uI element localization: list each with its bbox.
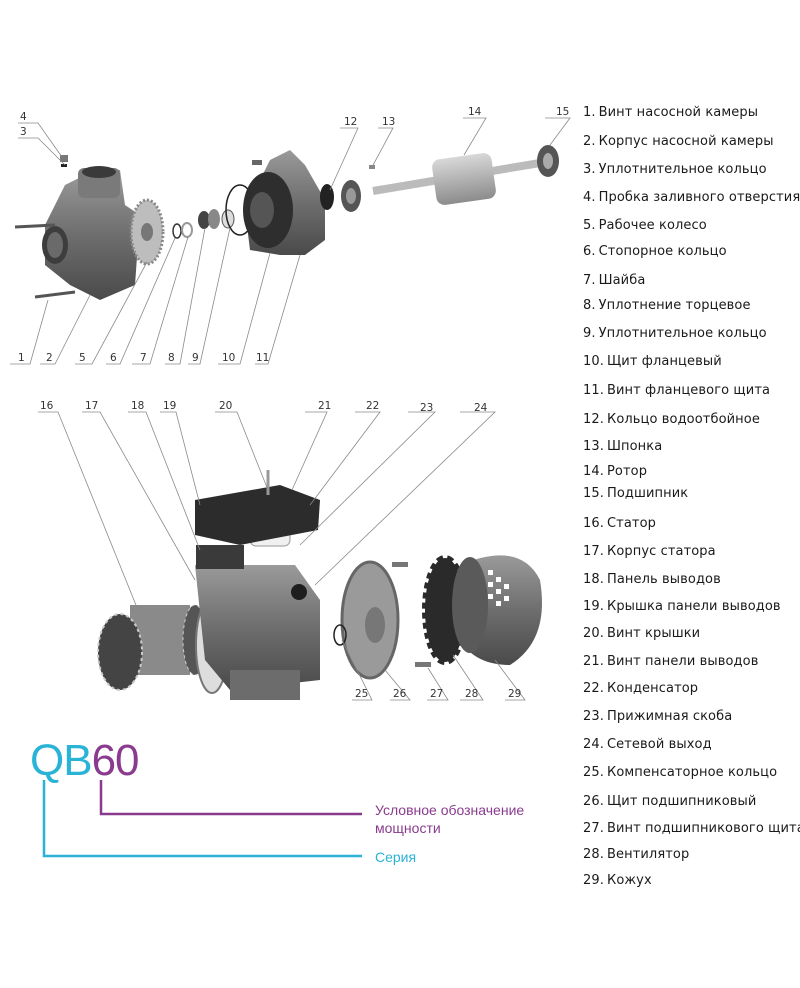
legend-item: 16.Статор bbox=[583, 516, 656, 531]
legend-item: 27.Винт подшипникового щита bbox=[583, 821, 800, 836]
series-caption: Серия bbox=[375, 849, 417, 865]
stator bbox=[97, 604, 208, 691]
power-code: 60 bbox=[91, 736, 140, 785]
callout-24: 24 bbox=[474, 402, 488, 414]
legend-item: 20.Винт крышки bbox=[583, 626, 701, 641]
series-code: QB bbox=[30, 736, 93, 785]
callout-10: 10 bbox=[222, 352, 236, 364]
legend-item: 12.Кольцо водоотбойное bbox=[583, 412, 760, 427]
callout-7: 7 bbox=[140, 352, 147, 364]
legend-item: 5.Рабочее колесо bbox=[583, 218, 707, 233]
legend-item: 22.Конденсатор bbox=[583, 681, 699, 696]
model-code: QB60 bbox=[30, 736, 140, 786]
callout-3: 3 bbox=[20, 126, 27, 138]
callout-14: 14 bbox=[468, 106, 482, 118]
callout-29: 29 bbox=[508, 688, 522, 700]
legend-item: 3.Уплотнительное кольцо bbox=[583, 162, 767, 177]
screws bbox=[14, 155, 76, 299]
legend-item: 13.Шпонка bbox=[583, 439, 663, 454]
callout-25: 25 bbox=[355, 688, 369, 700]
qb60-lines bbox=[42, 780, 362, 858]
callout-22: 22 bbox=[366, 400, 380, 412]
callout-19: 19 bbox=[163, 400, 177, 412]
power-caption-line1: Условное обозначение bbox=[375, 802, 525, 818]
legend-item: 7.Шайба bbox=[583, 273, 646, 288]
callout-8: 8 bbox=[168, 352, 175, 364]
callout-27: 27 bbox=[430, 688, 444, 700]
legend-item: 23.Прижимная скоба bbox=[583, 709, 733, 724]
leader-lines-bottom bbox=[38, 411, 526, 701]
callout-12: 12 bbox=[344, 116, 358, 128]
motor-body bbox=[195, 470, 320, 700]
bearing-and-rotor bbox=[320, 145, 559, 212]
power-caption-line2: мощности bbox=[375, 820, 441, 836]
legend-item: 8.Уплотнение торцевое bbox=[583, 298, 751, 313]
power-caption: Условное обозначение мощности bbox=[375, 801, 524, 837]
callout-11: 11 bbox=[256, 352, 270, 364]
legend-item: 28.Вентилятор bbox=[583, 847, 690, 862]
legend-item: 29.Кожух bbox=[583, 873, 652, 888]
callout-18: 18 bbox=[131, 400, 145, 412]
seal-parts bbox=[172, 184, 255, 239]
legend-item: 21.Винт панели выводов bbox=[583, 654, 759, 669]
callout-23: 23 bbox=[420, 402, 434, 414]
callout-13: 13 bbox=[382, 116, 396, 128]
callout-2: 2 bbox=[46, 352, 53, 364]
callout-4: 4 bbox=[20, 111, 27, 123]
callout-21: 21 bbox=[318, 400, 332, 412]
leader-lines-top bbox=[10, 117, 571, 365]
callout-28: 28 bbox=[465, 688, 479, 700]
fan-cover bbox=[452, 555, 542, 665]
impeller bbox=[129, 198, 165, 266]
legend-item: 9.Уплотнительное кольцо bbox=[583, 326, 767, 341]
callout-16: 16 bbox=[40, 400, 54, 412]
callout-9: 9 bbox=[192, 352, 199, 364]
legend-item: 6.Стопорное кольцо bbox=[583, 244, 727, 259]
callout-5: 5 bbox=[79, 352, 86, 364]
callout-15: 15 bbox=[556, 106, 570, 118]
legend-item: 24.Сетевой выход bbox=[583, 737, 712, 752]
callout-26: 26 bbox=[393, 688, 407, 700]
pump-housing bbox=[42, 166, 140, 300]
legend-item: 18.Панель выводов bbox=[583, 572, 721, 587]
legend-item: 25.Компенсаторное кольцо bbox=[583, 765, 778, 780]
legend-item: 15.Подшипник bbox=[583, 486, 689, 501]
legend-item: 14.Ротор bbox=[583, 464, 648, 479]
legend-item: 26.Щит подшипниковый bbox=[583, 794, 757, 809]
legend-item: 2.Корпус насосной камеры bbox=[583, 134, 774, 149]
bearing-shield bbox=[333, 560, 400, 680]
callout-20: 20 bbox=[219, 400, 233, 412]
callout-17: 17 bbox=[85, 400, 99, 412]
legend-item: 17.Корпус статора bbox=[583, 544, 716, 559]
callout-6: 6 bbox=[110, 352, 117, 364]
flange-shield bbox=[243, 150, 325, 255]
callout-1: 1 bbox=[18, 352, 25, 364]
legend-item: 11.Винт фланцевого щита bbox=[583, 383, 771, 398]
legend-item: 1.Винт насосной камеры bbox=[583, 105, 759, 120]
legend-item: 19.Крышка панели выводов bbox=[583, 599, 781, 614]
legend-item: 4.Пробка заливного отверстия bbox=[583, 190, 800, 205]
legend-item: 10.Щит фланцевый bbox=[583, 354, 722, 369]
